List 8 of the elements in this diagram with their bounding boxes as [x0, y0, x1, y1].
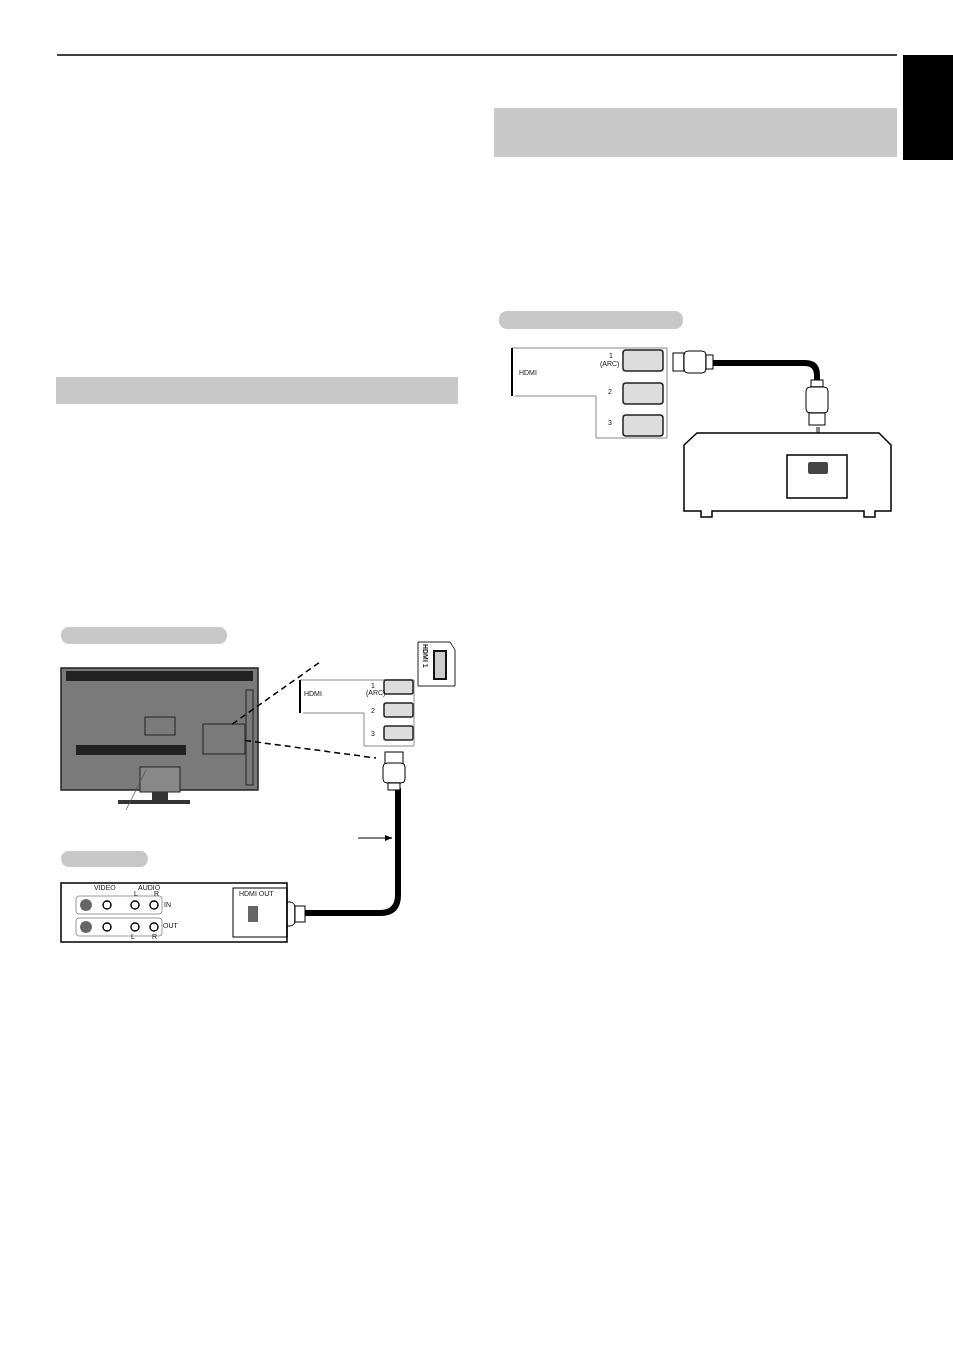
hdmi-port-panel-drawing [299, 679, 415, 747]
heading-bar [56, 377, 458, 404]
subheading-bar [499, 311, 683, 329]
leader-line [231, 661, 321, 725]
tv-back-drawing [60, 667, 259, 811]
subheading-bar [61, 851, 148, 867]
heading-bar [494, 108, 897, 157]
subheading-bar [61, 627, 227, 644]
